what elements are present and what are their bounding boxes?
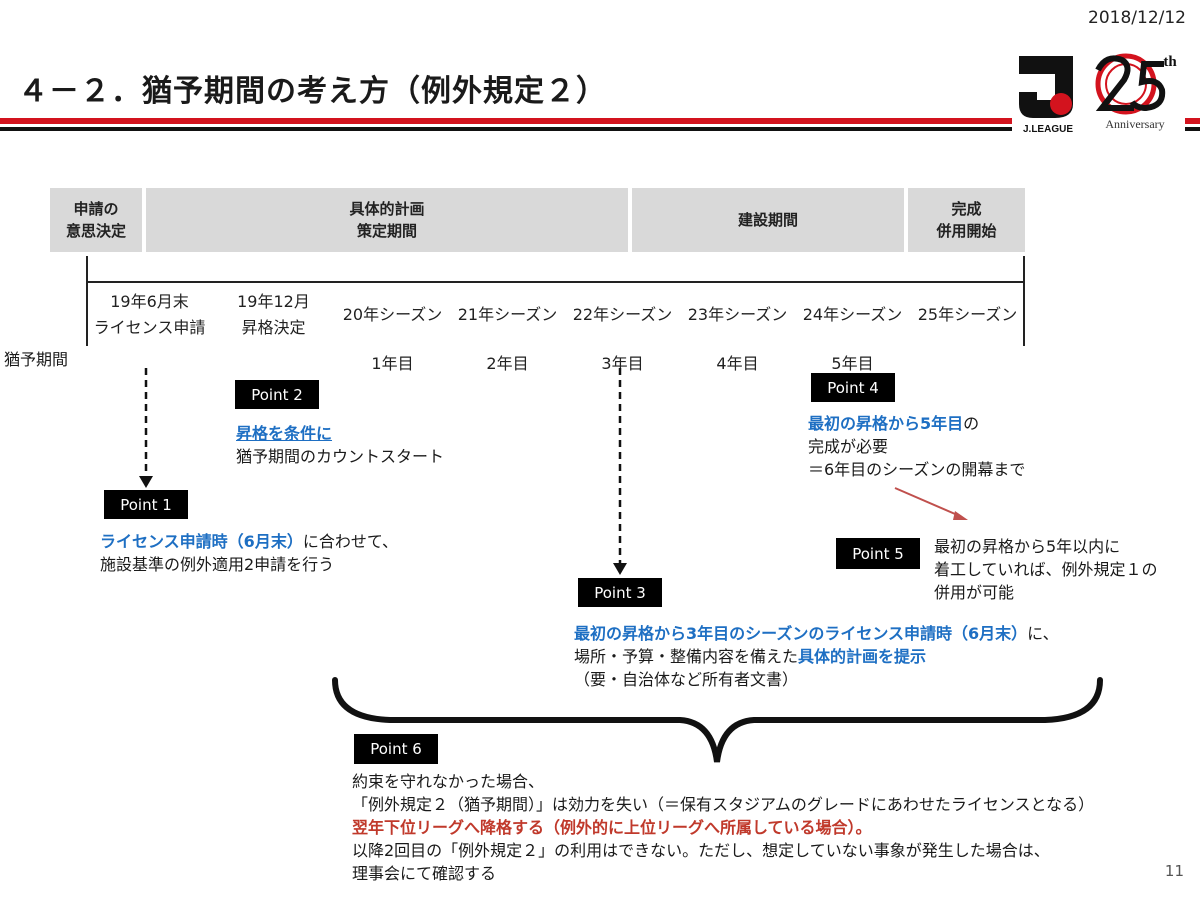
timeline-col-season-22: 22年シーズン: [572, 305, 673, 324]
header-rule-red: [0, 118, 1012, 124]
header-rule-black-right: [1185, 127, 1200, 131]
point-6-line2: 「例外規定２（猶予期間）」は効力を失い（＝保有スタジアムのグレードにあわせたライ…: [352, 795, 1095, 814]
header-rule-black: [0, 127, 1012, 131]
timeline-axis: [87, 281, 1025, 283]
phase-completion: 完成併用開始: [908, 188, 1025, 252]
timeline-col-promotion: 19年12月 昇格決定: [216, 289, 331, 341]
timeline-left-tick: [86, 256, 88, 346]
point-1-rest: に合わせて、: [302, 532, 399, 551]
phase-planning-line1: 具体的計画: [349, 200, 425, 218]
point-4-line1: 最初の昇格から5年目の: [808, 412, 1025, 435]
point-6-line3-warning: 翌年下位リーグへ降格する（例外的に上位リーグへ所属している場合）。: [352, 818, 872, 837]
point-3-text: 最初の昇格から3年目のシーズンのライセンス申請時（6月末）に、 場所・予算・整備…: [574, 622, 1059, 691]
point-5-line2: 着工していれば、例外規定１の: [934, 560, 1158, 579]
curly-brace: [332, 677, 1103, 763]
point-4-highlight: 最初の昇格から5年目: [808, 414, 964, 433]
point-5-line3: 併用が可能: [934, 583, 1015, 602]
phase-decision: 申請の意思決定: [50, 188, 142, 252]
grace-year-5: 5年目: [831, 354, 874, 373]
point-6-badge: Point 6: [354, 734, 438, 764]
timeline-right-tick: [1023, 256, 1025, 346]
point-5-line1: 最初の昇格から5年以内に: [934, 537, 1121, 556]
point-2-highlight: 昇格を条件に: [236, 424, 333, 443]
point-4-rest: の: [963, 414, 980, 433]
point-2-line2: 猶予期間のカウントスタート: [236, 447, 445, 466]
phase-construction-line1: 建設期間: [737, 211, 798, 229]
grace-year-4: 4年目: [716, 354, 759, 373]
point-3-line3: （要・自治体など所有者文書）: [574, 670, 799, 689]
point-3-badge: Point 3: [578, 578, 662, 607]
jleague-logo-text: J.LEAGUE: [1023, 124, 1073, 134]
timeline-col-season-24: 24年シーズン: [802, 305, 903, 324]
arrow-point-4-to-5-head: [953, 511, 968, 520]
header-rule-red-right: [1185, 118, 1200, 124]
anniversary-25-logo: th Anniversary: [1095, 53, 1177, 131]
timeline-col-promotion-line2: 昇格決定: [241, 318, 306, 337]
timeline-col-license: 19年6月末 ライセンス申請: [92, 289, 207, 341]
phase-planning: 具体的計画策定期間: [146, 188, 628, 252]
grace-year-2: 2年目: [486, 354, 529, 373]
timeline-col-season-23: 23年シーズン: [687, 305, 788, 324]
timeline-col-promotion-line1: 19年12月: [237, 292, 310, 311]
timeline-col-season-21: 21年シーズン: [457, 305, 558, 324]
arrow-point-4-to-5: [894, 487, 963, 518]
phase-decision-line1: 申請の: [73, 200, 119, 218]
point-1-badge: Point 1: [104, 490, 188, 519]
page-number: 11: [1164, 862, 1184, 880]
point-3-highlight: 最初の昇格から3年目のシーズンのライセンス申請時（6月末）: [574, 624, 1028, 643]
slide-date: 2018/12/12: [1088, 8, 1186, 28]
phase-completion-line2: 併用開始: [936, 222, 997, 240]
phase-construction: 建設期間: [632, 188, 904, 252]
point-6-line4: 以降2回目の「例外規定２」の利用はできない。ただし、想定していない事象が発生した…: [352, 841, 1050, 860]
grace-year-3: 3年目: [601, 354, 644, 373]
jleague-logo: J.LEAGUE: [1019, 56, 1073, 134]
point-4-text: 最初の昇格から5年目の 完成が必要 ＝6年目のシーズンの開幕まで: [808, 412, 1025, 481]
point-5-text: 最初の昇格から5年以内に 着工していれば、例外規定１の 併用が可能: [934, 535, 1158, 604]
point-2-text: 昇格を条件に 猶予期間のカウントスタート: [236, 422, 444, 468]
slide-title: ４－２．猶予期間の考え方（例外規定２）: [18, 74, 607, 109]
point-3-line1: 最初の昇格から3年目のシーズンのライセンス申請時（6月末）に、: [574, 622, 1059, 645]
grace-year-1: 1年目: [371, 354, 414, 373]
timeline-col-license-line2: ライセンス申請: [93, 318, 206, 337]
timeline-col-season-25: 25年シーズン: [917, 305, 1018, 324]
point-1-text: ライセンス申請時（6月末）に合わせて、 施設基準の例外適用2申請を行う: [100, 530, 398, 576]
point-5-badge: Point 5: [836, 538, 920, 569]
phase-completion-line1: 完成: [951, 200, 982, 218]
point-4-line3: ＝6年目のシーズンの開幕まで: [808, 460, 1026, 479]
point-1-line2: 施設基準の例外適用2申請を行う: [100, 555, 335, 574]
timeline-col-license-line1: 19年6月末: [110, 292, 189, 311]
phase-decision-line2: 意思決定: [65, 222, 126, 240]
arrow-point-1-head: [139, 476, 153, 488]
point-1-highlight: ライセンス申請時（6月末）: [100, 532, 303, 551]
point-6-text: 約束を守れなかった場合、 「例外規定２（猶予期間）」は効力を失い（＝保有スタジア…: [352, 770, 1094, 885]
point-6-line5: 理事会にて確認する: [352, 864, 497, 883]
phase-planning-line2: 策定期間: [356, 222, 417, 240]
arrow-point-3-head: [613, 563, 627, 575]
point-2-badge: Point 2: [235, 380, 319, 409]
point-4-line2: 完成が必要: [808, 437, 889, 456]
grace-period-label: 猶予期間: [4, 350, 69, 369]
anniversary-logo-text: Anniversary: [1105, 117, 1164, 131]
point-6-line1: 約束を守れなかった場合、: [352, 772, 545, 791]
point-3-rest: に、: [1027, 624, 1059, 643]
point-3-line2-plain: 場所・予算・整備内容を備えた: [574, 647, 799, 666]
point-3-line2: 場所・予算・整備内容を備えた具体的計画を提示: [574, 645, 1059, 668]
anniversary-logo-sup: th: [1163, 54, 1177, 70]
timeline-col-season-20: 20年シーズン: [342, 305, 443, 324]
point-4-badge: Point 4: [811, 373, 895, 402]
point-3-line2-highlight: 具体的計画を提示: [798, 647, 927, 666]
point-1-line1: ライセンス申請時（6月末）に合わせて、: [100, 530, 398, 553]
